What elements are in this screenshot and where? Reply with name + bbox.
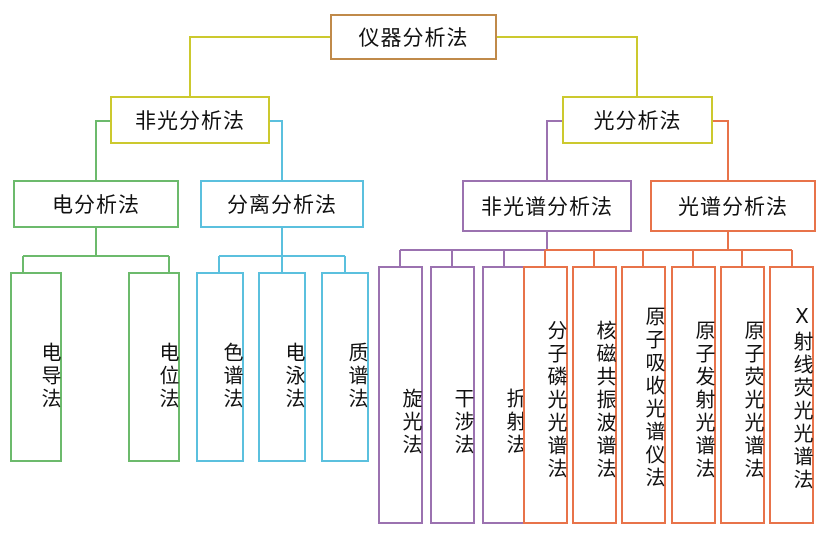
leaf-node[interactable]: 核磁共振波谱法 xyxy=(572,266,617,524)
node-dian-fenxifa[interactable]: 电分析法 xyxy=(13,180,179,228)
node-fei-guangpu-fenxifa[interactable]: 非光谱分析法 xyxy=(462,180,632,232)
leaf-node[interactable]: 原子吸收光谱仪法 xyxy=(621,266,666,524)
node-label: 分离分析法 xyxy=(227,193,337,217)
leaf-label: 电泳法 xyxy=(282,341,306,411)
leaf-label: 电位法 xyxy=(156,341,180,411)
leaf-label: 核磁共振波谱法 xyxy=(593,319,617,481)
node-guang-fenxifa[interactable]: 光分析法 xyxy=(562,96,713,144)
node-root[interactable]: 仪器分析法 xyxy=(330,14,497,60)
leaf-node[interactable]: X射线荧光光谱法 xyxy=(769,266,814,524)
node-label: 非光谱分析法 xyxy=(481,195,613,219)
leaf-label: 原子荧光光谱法 xyxy=(741,319,765,481)
leaf-node[interactable]: 质谱法 xyxy=(321,272,369,462)
node-fenli-fenxifa[interactable]: 分离分析法 xyxy=(200,180,364,228)
leaf-node[interactable]: 电导法 xyxy=(10,272,62,462)
leaf-node[interactable]: 原子荧光光谱法 xyxy=(720,266,765,524)
leaf-label: 折射法 xyxy=(503,388,527,457)
leaf-label: X射线荧光光谱法 xyxy=(790,304,814,492)
leaf-label: 原子吸收光谱仪法 xyxy=(642,306,666,490)
leaf-label: 电导法 xyxy=(38,341,62,411)
leaf-node[interactable]: 原子发射光谱法 xyxy=(671,266,716,524)
node-root-label: 仪器分析法 xyxy=(358,26,469,50)
leaf-label: 色谱法 xyxy=(220,341,244,411)
leaf-label: 干涉法 xyxy=(451,388,475,457)
node-guangpu-fenxifa[interactable]: 光谱分析法 xyxy=(650,180,816,232)
leaf-node[interactable]: 电泳法 xyxy=(258,272,306,462)
node-label: 电分析法 xyxy=(52,193,140,217)
node-label: 光谱分析法 xyxy=(678,195,788,219)
leaf-label: 旋光法 xyxy=(399,388,423,457)
leaf-label: 分子磷光光谱法 xyxy=(544,319,568,481)
node-fei-guang-fenxifa[interactable]: 非光分析法 xyxy=(110,96,270,144)
leaf-label: 质谱法 xyxy=(345,341,369,411)
leaf-node[interactable]: 旋光法 xyxy=(378,266,423,524)
leaf-label: 原子发射光谱法 xyxy=(692,319,716,481)
leaf-node[interactable]: 电位法 xyxy=(128,272,180,462)
leaf-node[interactable]: 折射法 xyxy=(482,266,527,524)
leaf-node[interactable]: 色谱法 xyxy=(196,272,244,462)
node-label: 光分析法 xyxy=(593,109,682,133)
leaf-node[interactable]: 分子磷光光谱法 xyxy=(523,266,568,524)
leaf-node[interactable]: 干涉法 xyxy=(430,266,475,524)
node-label: 非光分析法 xyxy=(135,109,245,133)
